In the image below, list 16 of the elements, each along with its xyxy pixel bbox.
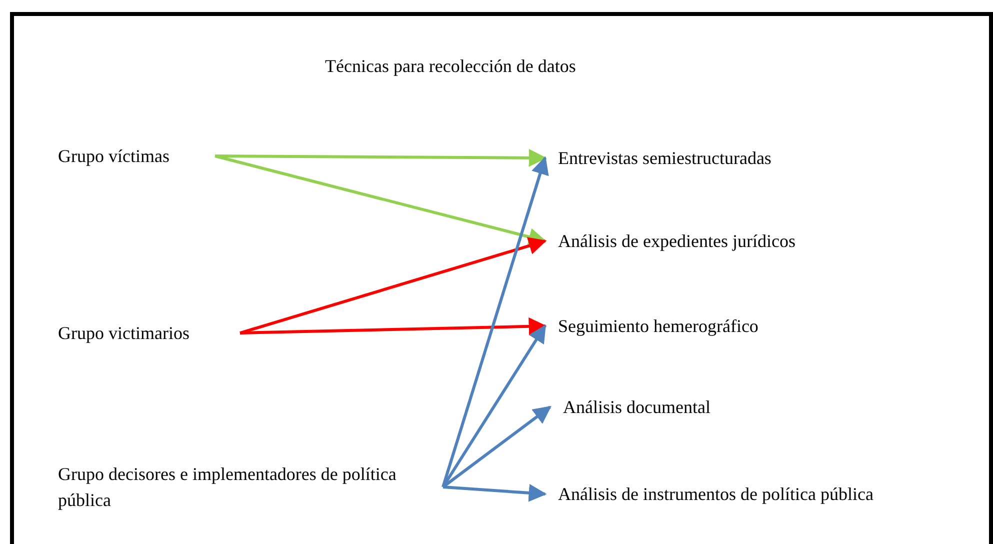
arrow bbox=[442, 324, 546, 488]
diagram-title: Técnicas para recolección de datos bbox=[325, 56, 576, 77]
node-label: Análisis de instrumentos de política pública bbox=[558, 482, 874, 506]
node-label: Entrevistas semiestructuradas bbox=[558, 146, 772, 170]
node-label: Grupo victimarios bbox=[58, 322, 190, 345]
node-label: Análisis documental bbox=[563, 396, 710, 419]
arrow bbox=[442, 484, 547, 502]
arrow bbox=[240, 237, 547, 334]
node-label: Grupo víctimas bbox=[58, 144, 170, 168]
arrow bbox=[442, 156, 549, 488]
arrow bbox=[214, 154, 547, 246]
arrow bbox=[240, 317, 547, 336]
node-label: Grupo decisores e implementadores de política pública bbox=[58, 462, 398, 512]
node-label: Seguimiento hemerográfico bbox=[558, 314, 758, 338]
node-label: Análisis de expedientes jurídicos bbox=[558, 230, 796, 253]
arrow bbox=[215, 148, 547, 167]
